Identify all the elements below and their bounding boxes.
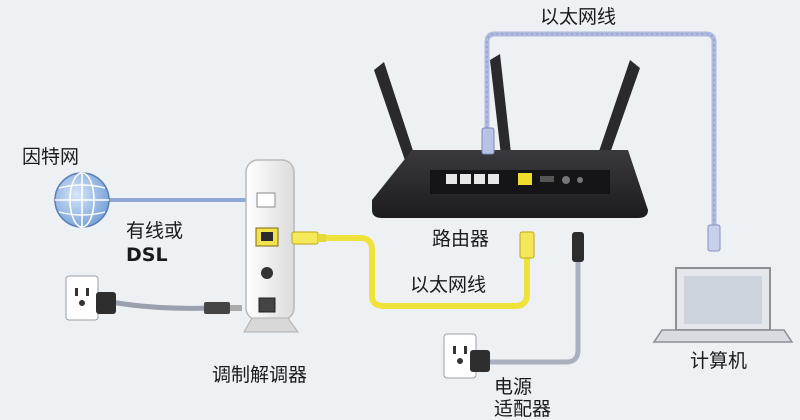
label-power-adapter-line2: 适配器 (494, 398, 552, 420)
label-internet: 因特网 (22, 146, 80, 168)
label-ethernet-bottom: 以太网线 (410, 274, 487, 296)
wall-outlet-icon (65, 275, 116, 321)
modem-device (243, 159, 299, 333)
ethernet-plug-icon (291, 231, 326, 245)
label-router: 路由器 (432, 228, 490, 250)
ethernet-plug-icon (519, 231, 535, 259)
power-plug-icon (572, 232, 584, 262)
router-power-cable (482, 262, 581, 365)
globe-icon (54, 172, 110, 228)
ethernet-cable-blue (484, 31, 717, 225)
power-adapter-icon (204, 302, 242, 314)
label-dsl: DSL (126, 244, 168, 266)
laptop-icon (652, 224, 794, 343)
label-modem: 调制解调器 (212, 364, 308, 386)
wall-outlet-icon (443, 333, 490, 379)
label-ethernet-top: 以太网线 (540, 6, 617, 28)
ethernet-plug-icon (481, 127, 495, 155)
network-diagram (54, 31, 794, 379)
label-power-adapter-line1: 电源 (494, 376, 533, 398)
modem-power-cable (99, 297, 211, 311)
ethernet-cable-yellow (318, 235, 530, 309)
router-device (372, 54, 648, 218)
label-computer: 计算机 (690, 350, 748, 372)
label-wired-or: 有线或 (126, 220, 184, 242)
